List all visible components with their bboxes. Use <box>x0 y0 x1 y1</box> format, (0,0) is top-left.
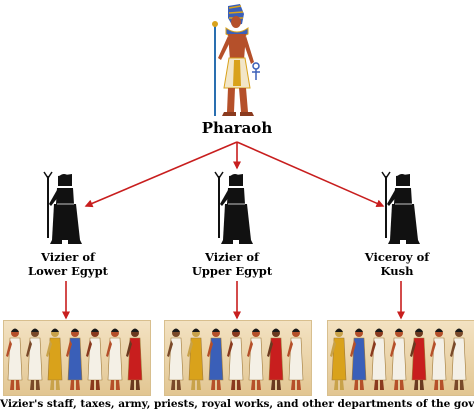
procession-person <box>66 328 83 390</box>
pharaoh-label: Pharaoh <box>201 119 273 137</box>
procession-person <box>247 328 264 390</box>
procession-person <box>26 328 43 390</box>
viceroy-kush-line1: Viceroy of <box>364 250 430 264</box>
vizier-upper-egypt-label: Vizier of Upper Egypt <box>172 250 292 279</box>
viceroy-kush-figure <box>381 171 420 244</box>
vizier-lower-figure <box>43 171 82 244</box>
procession-person <box>46 328 63 390</box>
procession-person <box>330 328 347 390</box>
viceroy-kush-label: Viceroy of Kush <box>337 250 457 279</box>
government-departments-caption: Vizier's staff, taxes, army, priests, ro… <box>0 398 474 410</box>
procession-person <box>86 328 103 390</box>
procession-person <box>227 328 244 390</box>
vizier-lower-egypt-line1: Vizier of <box>41 250 95 264</box>
vizier-upper-egypt-line2: Upper Egypt <box>191 264 273 279</box>
pharaoh-figure <box>212 4 260 116</box>
procession-person <box>410 328 427 390</box>
procession-person <box>106 328 123 390</box>
procession-person <box>207 328 224 390</box>
procession-person <box>187 328 204 390</box>
procession-person <box>430 328 447 390</box>
vizier-lower-egypt-line2: Lower Egypt <box>28 264 108 279</box>
procession-person <box>6 328 23 390</box>
procession-person <box>350 328 367 390</box>
procession-person <box>267 328 284 390</box>
vizier-lower-egypt-label: Vizier of Lower Egypt <box>8 250 128 279</box>
vizier-upper-figure <box>214 171 253 244</box>
viceroy-kush-line2: Kush <box>380 264 414 279</box>
procession-person <box>126 328 143 390</box>
procession-person <box>370 328 387 390</box>
procession-person <box>450 328 467 390</box>
procession-person <box>390 328 407 390</box>
procession-person <box>287 328 304 390</box>
procession-person <box>167 328 184 390</box>
connector-arrows <box>62 141 405 320</box>
arrow-pharaoh-to-viceroy-kush <box>236 141 385 208</box>
arrow-pharaoh-to-vizier-lower <box>84 141 238 208</box>
vizier-upper-egypt-line1: Vizier of <box>205 250 259 264</box>
